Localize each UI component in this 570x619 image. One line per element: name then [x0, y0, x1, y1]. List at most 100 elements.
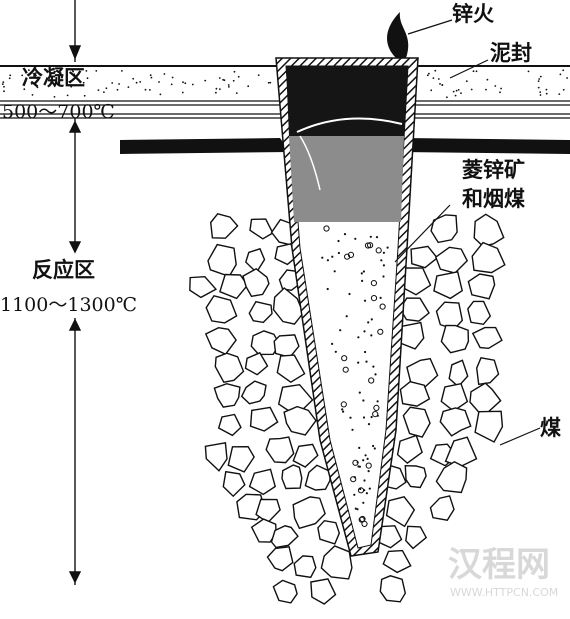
ore-particle — [367, 242, 374, 249]
ore-particle — [362, 501, 365, 504]
coal-chunk — [273, 334, 300, 359]
ore-particle — [372, 411, 379, 418]
seal-speckle — [182, 81, 184, 84]
seal-speckle — [257, 74, 260, 76]
coal-chunk — [292, 443, 319, 468]
ore-particle — [339, 329, 342, 332]
seal-speckle — [441, 84, 444, 86]
ore-particle — [351, 428, 354, 431]
ore-particle — [367, 423, 371, 426]
seal-speckle — [562, 88, 565, 91]
seal-speckle — [70, 85, 73, 88]
coal-chunk — [401, 267, 432, 296]
seal-speckle — [36, 86, 39, 89]
seal-speckle — [75, 77, 78, 80]
coal-chunk — [250, 518, 277, 543]
seal-speckle — [539, 94, 542, 96]
seal-speckle — [430, 89, 433, 92]
ore-particle — [347, 251, 355, 258]
seal-speckle — [558, 93, 561, 95]
seal-speckle — [159, 93, 162, 96]
coal-chunk — [276, 354, 306, 384]
coal-chunk — [410, 245, 439, 269]
coal-chunk — [222, 470, 246, 498]
ore-particle — [380, 259, 383, 262]
coal-chunk — [379, 575, 407, 603]
watermark-text: 汉程网 — [448, 545, 550, 585]
seal-speckle — [215, 87, 218, 90]
ore-particle — [363, 299, 367, 302]
seal-speckle — [485, 88, 487, 91]
seal-speckle — [144, 88, 147, 91]
seal-speckle — [150, 76, 153, 79]
coal-chunk — [399, 380, 431, 407]
seal-speckle — [434, 69, 437, 72]
ore-particle — [370, 280, 377, 287]
coal-chunk — [240, 380, 267, 405]
ore-particle — [368, 487, 371, 490]
coal-chunk — [444, 436, 478, 468]
coal-chunk — [204, 326, 237, 356]
seal-speckle — [455, 89, 458, 92]
coal-chunk — [209, 213, 239, 239]
seal-speckle — [83, 94, 86, 97]
ore-particle — [349, 416, 352, 419]
seal-speckle — [545, 88, 548, 91]
seal-speckle — [465, 80, 468, 83]
seal-speckle — [132, 77, 135, 80]
ore-particle — [358, 391, 361, 394]
retort-vessel — [275, 57, 419, 557]
seal-speckle — [215, 91, 217, 94]
seal-speckle — [269, 81, 272, 84]
coal-chunk — [317, 519, 341, 545]
seal-speckle — [432, 77, 435, 79]
coal-chunk — [473, 213, 505, 248]
zinc-fire-label: 锌火 — [452, 2, 494, 26]
ore-particle — [382, 251, 385, 254]
ore-particle — [372, 365, 375, 368]
seal-speckle — [23, 88, 26, 91]
ore-particle — [353, 493, 356, 496]
seal-speckle — [86, 77, 89, 80]
seal-speckle — [566, 77, 568, 79]
ore-particle — [350, 476, 357, 483]
ore-particle — [357, 336, 360, 339]
seal-speckle — [184, 82, 187, 85]
seal-speckle — [232, 79, 235, 82]
seal-speckle — [8, 77, 11, 80]
ore-particle — [356, 461, 359, 464]
seal-speckle — [105, 87, 108, 90]
coal-chunk — [382, 549, 412, 574]
coal-chunk — [255, 498, 281, 524]
ore-particle — [361, 279, 364, 282]
seal-speckle — [158, 81, 160, 83]
seal-speckle — [1, 83, 4, 85]
seal-speckle — [74, 74, 76, 77]
ore-particle — [323, 225, 330, 232]
ore-particle — [342, 410, 345, 413]
coal-chunk — [475, 357, 500, 386]
coal-chunk — [404, 464, 427, 489]
seal-speckle — [149, 74, 152, 77]
coal-chunk — [281, 464, 303, 490]
ore-particle — [365, 360, 368, 363]
coal-chunk — [266, 546, 294, 572]
seal-speckle — [82, 81, 85, 84]
seal-speckle — [72, 70, 74, 73]
coal-chunk — [205, 294, 238, 324]
seal-speckle — [2, 81, 5, 84]
seal-speckle — [233, 70, 236, 73]
ore-particle — [343, 233, 347, 236]
seal-speckle — [562, 69, 565, 72]
seal-speckle — [31, 94, 34, 96]
ore-particle — [365, 492, 368, 495]
ore-particle — [370, 295, 378, 302]
seal-speckle — [452, 90, 455, 93]
coal-chunk — [244, 351, 269, 376]
seal-speckle — [127, 86, 130, 88]
ore-particle — [337, 239, 340, 243]
ore-particle — [362, 416, 366, 419]
coal-chunk — [435, 460, 468, 494]
seal-speckle — [9, 74, 12, 77]
seal-speckle — [181, 91, 184, 94]
